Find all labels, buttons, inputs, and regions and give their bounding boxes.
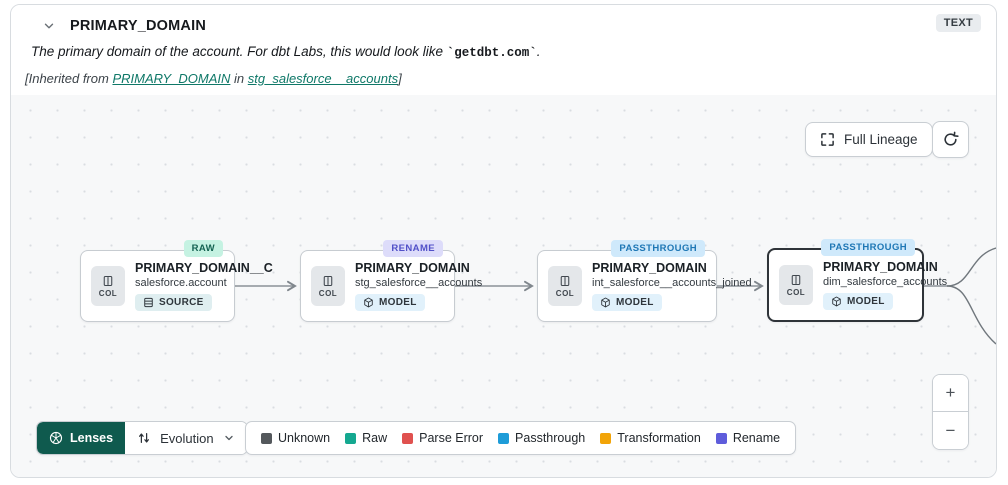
zoom-in-button[interactable]: + xyxy=(933,375,968,412)
aperture-icon xyxy=(49,431,63,445)
lenses-button[interactable]: Lenses xyxy=(37,422,126,454)
evolution-icon xyxy=(139,433,150,443)
node-subtitle: int_salesforce__accounts_joined xyxy=(592,277,752,289)
lenses-label: Lenses xyxy=(70,431,114,445)
node-body: PRIMARY_DOMAIN stg_salesforce__accounts … xyxy=(355,261,483,311)
resource-label: SOURCE xyxy=(159,297,204,308)
inherited-model-link[interactable]: stg_salesforce__accounts xyxy=(247,71,399,86)
lenses-control: Lenses Evolution xyxy=(36,421,248,455)
legend-swatch xyxy=(600,432,612,444)
column-description: The primary domain of the account. For d… xyxy=(31,44,541,60)
legend-swatch xyxy=(715,432,727,444)
legend-swatch xyxy=(498,432,510,444)
legend-item: Parse Error xyxy=(402,431,483,445)
legend-swatch xyxy=(261,432,272,444)
legend-label: Parse Error xyxy=(419,431,484,445)
chevron-down-icon xyxy=(224,435,233,441)
column-header: PRIMARY_DOMAIN TEXT The primary domain o… xyxy=(11,5,996,95)
legend-item: Raw xyxy=(345,431,387,445)
lens-selected-value: Evolution xyxy=(160,430,214,446)
legend-item: Unknown xyxy=(261,431,330,445)
col-chip-label: COL xyxy=(318,288,338,298)
resource-badge: MODEL xyxy=(355,294,425,311)
resource-label: MODEL xyxy=(616,297,654,308)
legend-label: Unknown xyxy=(278,431,331,445)
refresh-icon xyxy=(944,131,959,146)
legend-item: Rename xyxy=(715,431,781,445)
title-row: PRIMARY_DOMAIN xyxy=(40,17,206,35)
description-code: `getdbt.com` xyxy=(446,46,537,60)
column-icon xyxy=(323,275,333,286)
legend-item: Passthrough xyxy=(498,431,585,445)
node-title: PRIMARY_DOMAIN__C xyxy=(135,261,273,275)
model-icon xyxy=(832,296,841,307)
zoom-out-button[interactable]: − xyxy=(933,412,968,449)
refresh-button[interactable] xyxy=(932,121,969,158)
legend-label: Raw xyxy=(362,431,388,445)
model-icon xyxy=(601,297,610,308)
node-subtitle: salesforce.account xyxy=(135,277,227,289)
source-icon xyxy=(144,297,153,308)
legend-label: Rename xyxy=(732,431,781,445)
evolution-legend: Unknown Raw Parse Error Passthrough Tran… xyxy=(245,421,797,455)
lineage-node-staging[interactable]: RENAME COL PRIMARY_DOMAIN stg_salesforce… xyxy=(300,240,483,322)
legend-swatch xyxy=(402,432,414,444)
legend-label: Transformation xyxy=(617,431,701,445)
description-suffix: . xyxy=(536,44,541,59)
node-title: PRIMARY_DOMAIN xyxy=(592,261,707,275)
column-chip: COL xyxy=(311,266,345,306)
col-chip-label: COL xyxy=(98,288,118,298)
column-chip: COL xyxy=(779,265,813,305)
node-body: PRIMARY_DOMAIN dim_salesforce_accounts M… xyxy=(823,260,948,310)
lineage-node-source[interactable]: RAW COL PRIMARY_DOMAIN__C salesforce.acc… xyxy=(80,240,273,322)
lineage-node-dim-selected[interactable]: PASSTHROUGH COL PRIMARY_DOMAIN dim_sales… xyxy=(767,239,948,322)
column-icon xyxy=(103,275,113,286)
node-body: PRIMARY_DOMAIN__C salesforce.account SOU… xyxy=(135,261,273,311)
model-icon xyxy=(364,297,373,308)
legend-swatch xyxy=(345,432,357,444)
node-subtitle: stg_salesforce__accounts xyxy=(355,277,483,289)
resource-badge: SOURCE xyxy=(135,294,212,311)
resource-label: MODEL xyxy=(379,297,417,308)
column-icon xyxy=(560,275,570,286)
legend-label: Passthrough xyxy=(515,431,586,445)
inherited-column-link[interactable]: PRIMARY_DOMAIN xyxy=(112,71,231,86)
inherited-suffix: ] xyxy=(398,71,402,86)
collapse-section-button[interactable] xyxy=(40,17,58,35)
fullscreen-icon xyxy=(821,133,834,146)
panel-card: PRIMARY_DOMAIN TEXT The primary domain o… xyxy=(10,4,997,478)
inherited-from-note: [Inherited from PRIMARY_DOMAIN in stg_sa… xyxy=(25,71,402,86)
status-badge: PASSTHROUGH xyxy=(611,240,705,257)
lineage-node-intermediate[interactable]: PASSTHROUGH COL PRIMARY_DOMAIN int_sales… xyxy=(537,240,752,322)
full-lineage-button[interactable]: Full Lineage xyxy=(805,122,933,157)
column-chip: COL xyxy=(548,266,582,306)
lineage-canvas[interactable]: Full Lineage RAW COL xyxy=(11,95,996,477)
status-badge: PASSTHROUGH xyxy=(821,239,915,256)
description-text: The primary domain of the account. For d… xyxy=(31,44,447,59)
column-type-badge: TEXT xyxy=(935,14,981,32)
chevron-down-icon xyxy=(44,23,54,29)
status-badge: RAW xyxy=(183,240,223,257)
column-icon xyxy=(791,274,801,285)
col-chip-label: COL xyxy=(555,288,575,298)
node-body: PRIMARY_DOMAIN int_salesforce__accounts_… xyxy=(592,261,752,311)
status-badge: RENAME xyxy=(383,240,443,257)
column-chip: COL xyxy=(91,266,125,306)
col-chip-label: COL xyxy=(786,287,806,297)
inherited-middle: in xyxy=(230,71,248,86)
resource-badge: MODEL xyxy=(592,294,662,311)
node-title: PRIMARY_DOMAIN xyxy=(823,260,938,274)
lens-dropdown[interactable]: Evolution xyxy=(125,422,247,454)
legend-item: Transformation xyxy=(600,431,701,445)
zoom-controls: + − xyxy=(932,374,969,450)
resource-badge: MODEL xyxy=(823,293,893,310)
inherited-prefix: [Inherited from xyxy=(25,71,113,86)
full-lineage-label: Full Lineage xyxy=(844,132,918,147)
node-title: PRIMARY_DOMAIN xyxy=(355,261,470,275)
node-subtitle: dim_salesforce_accounts xyxy=(823,276,948,288)
page-title: PRIMARY_DOMAIN xyxy=(70,18,206,34)
resource-label: MODEL xyxy=(847,296,885,307)
